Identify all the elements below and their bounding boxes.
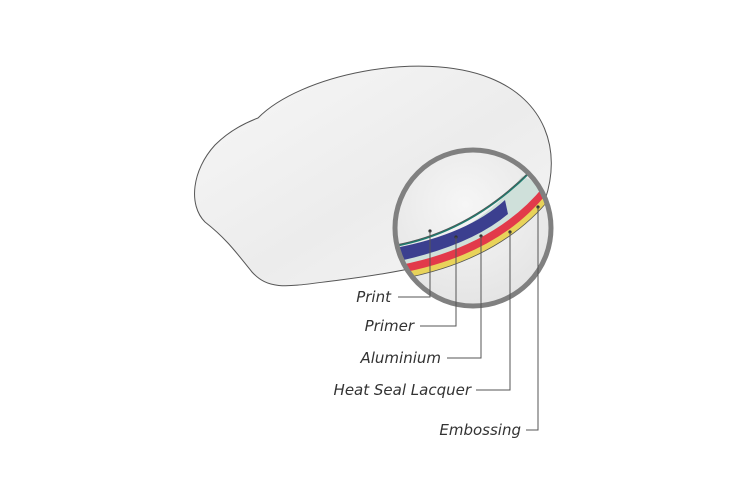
layer-print [395, 171, 531, 247]
leader-lines [398, 205, 540, 431]
magnifier-ring [392, 147, 554, 309]
label-primer: Primer [365, 317, 415, 335]
magnified-section [395, 150, 551, 306]
label-aluminium: Aluminium [359, 349, 441, 367]
label-heat-seal-lacquer: Heat Seal Lacquer [334, 381, 472, 399]
label-print: Print [356, 288, 392, 306]
label-embossing: Embossing [439, 421, 521, 439]
layer-primer [395, 200, 508, 262]
